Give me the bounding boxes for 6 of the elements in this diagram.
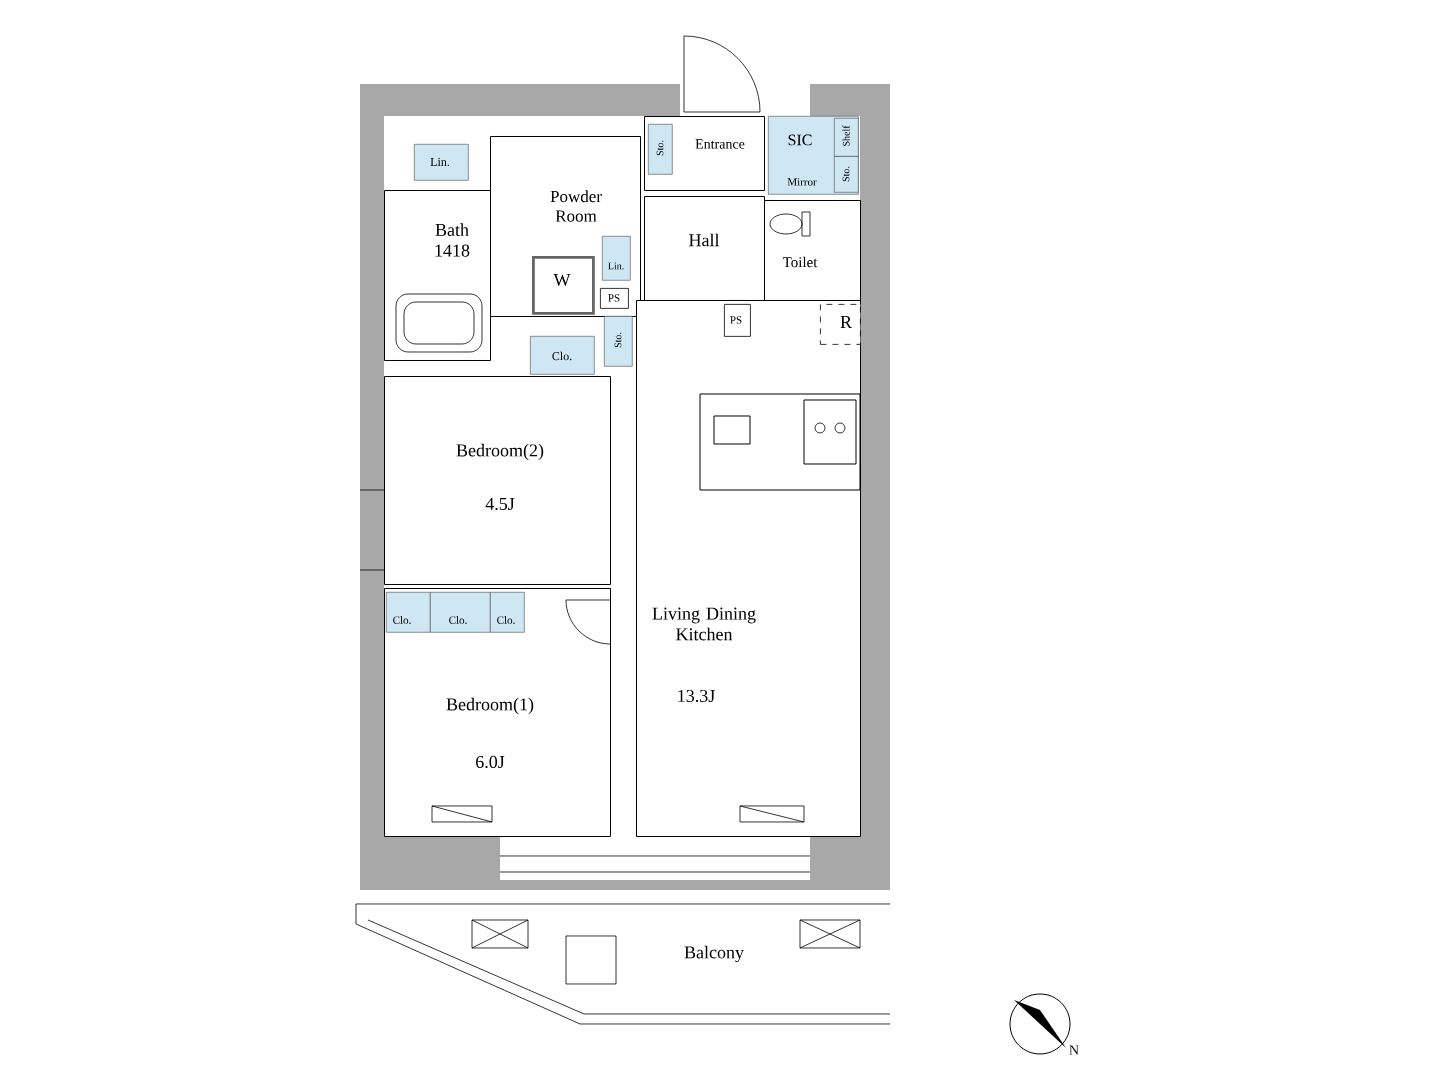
washer-box: W — [532, 256, 595, 315]
balcony-outline: Balcony — [355, 903, 891, 1025]
storage-hatch: R — [820, 304, 861, 345]
room-outline: Hall — [644, 196, 765, 301]
room-outline: Bedroom(2) 4.5J — [384, 376, 611, 585]
room-outline: Bath 1418 — [384, 190, 491, 361]
